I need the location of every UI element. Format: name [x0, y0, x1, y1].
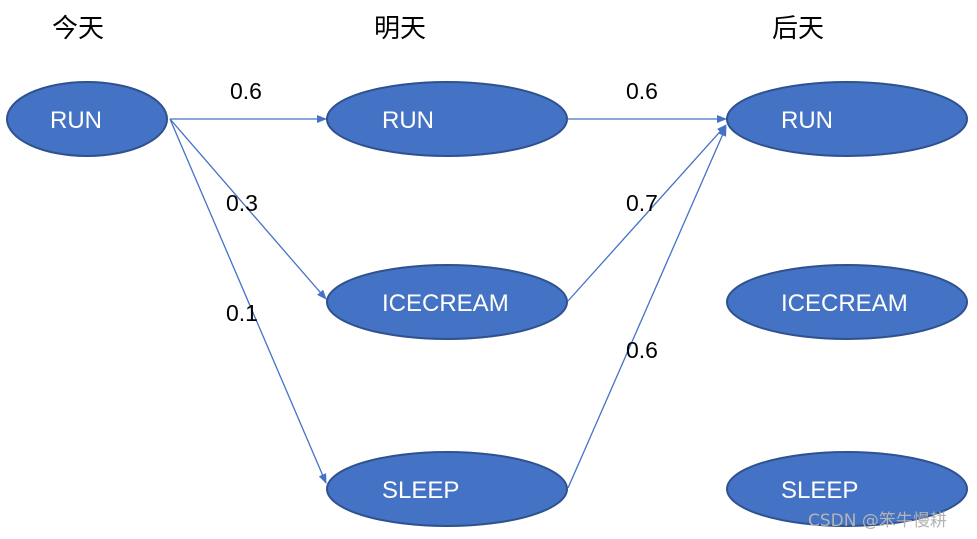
column-header-tomorrow: 明天 [374, 14, 426, 44]
node-dayafter-sleep: SLEEP [726, 451, 968, 527]
edge-label-today-run-tomorrow-icecream: 0.3 [226, 190, 258, 216]
column-header-day-after: 后天 [772, 14, 824, 44]
node-label: RUN [781, 107, 833, 134]
node-tomorrow-sleep: SLEEP [326, 451, 568, 527]
node-tomorrow-run: RUN [326, 81, 568, 157]
edge-tomorrow-sleep-to-dayafter-run [567, 126, 727, 489]
node-tomorrow-icecream: ICECREAM [326, 264, 568, 340]
edge-label-today-run-tomorrow-sleep: 0.1 [226, 300, 258, 326]
node-dayafter-run: RUN [726, 81, 968, 157]
column-header-today: 今天 [52, 14, 104, 44]
edge-label-tomorrow-sleep-dayafter-run: 0.6 [626, 337, 658, 363]
edges [169, 115, 727, 489]
node-label: RUN [50, 107, 102, 134]
node-label: ICECREAM [781, 290, 908, 317]
edge-tomorrow-icecream-to-dayafter-run [567, 124, 727, 302]
watermark: CSDN @笨牛慢耕 [808, 510, 947, 531]
edge-label-tomorrow-icecream-dayafter-run: 0.7 [626, 190, 658, 216]
edge-today-run-to-tomorrow-sleep [169, 118, 327, 484]
edge-label-tomorrow-run-dayafter-run: 0.6 [626, 78, 658, 104]
node-label: SLEEP [781, 477, 858, 504]
node-label: ICECREAM [382, 290, 509, 317]
edge-today-run-to-tomorrow-icecream [169, 118, 327, 300]
node-dayafter-icecream: ICECREAM [726, 264, 968, 340]
edge-label-today-run-tomorrow-run: 0.6 [230, 78, 262, 104]
node-label: SLEEP [382, 477, 459, 504]
node-label: RUN [382, 107, 434, 134]
node-today-run: RUN [6, 81, 168, 157]
